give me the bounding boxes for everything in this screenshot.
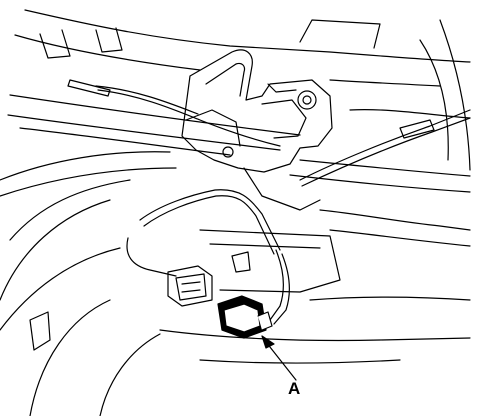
callout-label-a: A bbox=[288, 379, 301, 398]
upper-body-panel bbox=[14, 9, 471, 171]
latch-switch-connector-a bbox=[217, 295, 273, 339]
latch-switch-harness bbox=[126, 189, 291, 325]
hood-latch-bracket bbox=[181, 49, 333, 211]
cross-member-rails bbox=[7, 94, 471, 193]
callout-a-leader bbox=[261, 335, 297, 381]
harness-connector-left bbox=[167, 265, 213, 307]
hood-release-cable bbox=[67, 79, 471, 187]
lower-frame bbox=[0, 151, 471, 416]
